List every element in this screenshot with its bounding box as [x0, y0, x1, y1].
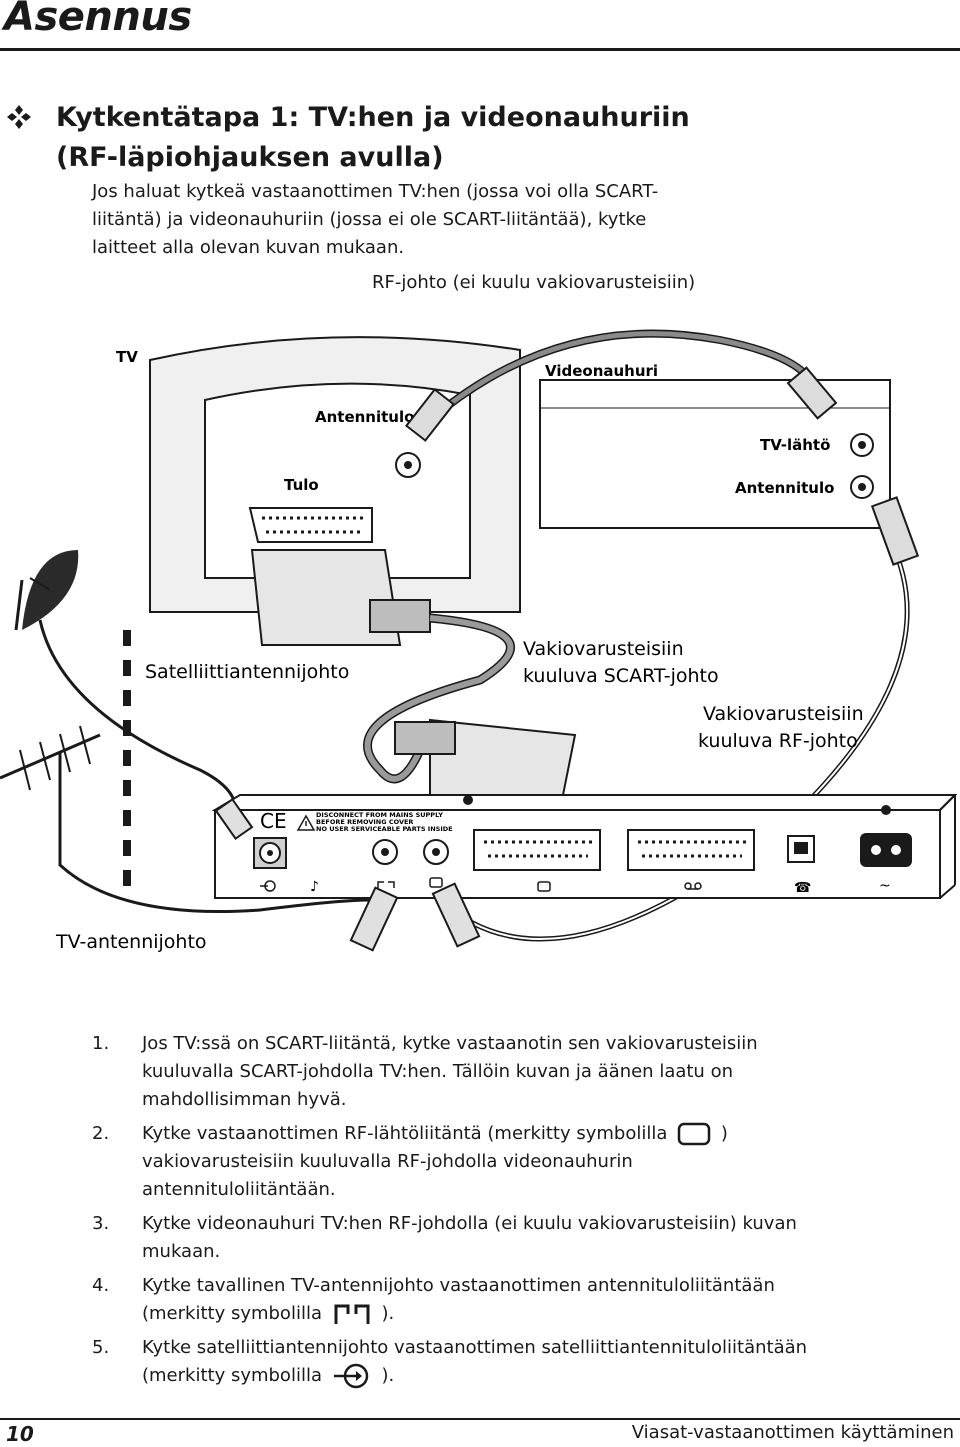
- scart-plug-tv: [250, 549, 431, 646]
- power-socket: [860, 833, 912, 867]
- tv-scart-socket: [248, 507, 373, 543]
- vcr-antenna-pin: [858, 483, 866, 491]
- ce-mark: CE: [260, 809, 287, 833]
- rf-cable-label-1: Vakiovarusteisiin: [703, 703, 864, 725]
- rf-plug-vcr-out: [786, 366, 838, 420]
- tv-antenna-in-label: Antennitulo: [315, 408, 414, 426]
- step-1: 1. Jos TV:ssä on SCART-liitäntä, kytke v…: [92, 1030, 812, 1114]
- screw-icon: [463, 795, 891, 815]
- tv-antenna-cable-label: TV-antennijohto: [55, 931, 207, 953]
- vcr-symbol-icon: [684, 882, 702, 890]
- step-2: 2. Kytke vastaanottimen RF-lähtöliitäntä…: [92, 1120, 812, 1204]
- title-rule: [0, 48, 960, 51]
- antenna-in-symbol-icon: [377, 881, 395, 888]
- step-5: 5. Kytke satelliittiantennijohto vastaan…: [92, 1334, 812, 1390]
- tv-label: TV: [116, 348, 138, 366]
- warning-line1: DISCONNECT FROM MAINS SUPPLY: [316, 811, 443, 819]
- step-number: 2.: [92, 1123, 110, 1144]
- antenna-t-icon: [334, 1304, 370, 1324]
- tv-antenna-socket-pin: [404, 461, 412, 469]
- tv-antenna-icon: [0, 725, 101, 810]
- warning-triangle-icon: [296, 814, 316, 831]
- step-number: 4.: [92, 1275, 110, 1296]
- satellite-dish-icon: [14, 550, 79, 631]
- warning-line2: BEFORE REMOVING COVER: [316, 818, 413, 826]
- footer-manual-title: Viasat-vastaanottimen käyttäminen: [631, 1422, 954, 1443]
- phone-symbol-icon: ☎: [794, 880, 811, 896]
- antenna-plug: [349, 886, 399, 952]
- page-title: Asennus: [4, 0, 192, 40]
- rf-cable-note: RF-johto (ei kuulu vakiovarusteisiin): [372, 272, 695, 293]
- footer-rule: [0, 1418, 960, 1420]
- step-text-a: Kytke satelliittiantennijohto vastaanott…: [142, 1337, 808, 1386]
- sat-in-connector: [253, 837, 287, 869]
- rf-plug-tv: [404, 388, 456, 442]
- sat-cable: [38, 619, 238, 816]
- vcr-antenna-in-label: Antennitulo: [735, 479, 834, 497]
- step-text: Jos TV:ssä on SCART-liitäntä, kytke vast…: [142, 1033, 758, 1110]
- step-text: Kytke videonauhuri TV:hen RF-johdolla (e…: [142, 1213, 797, 1262]
- diamond-cluster-icon: [7, 105, 31, 129]
- step-text-b: ) vakiovarusteisiin kuuluvalla RF-johdol…: [142, 1123, 728, 1200]
- vcr-tv-out-label: TV-lähtö: [760, 436, 830, 454]
- step-text-b: ).: [381, 1303, 395, 1324]
- tulo-label: Tulo: [284, 476, 319, 494]
- section-heading-line2: (RF-läpiohjauksen avulla): [56, 142, 444, 173]
- step-3: 3. Kytke videonauhuri TV:hen RF-johdolla…: [92, 1210, 812, 1266]
- satellite-in-symbol-icon: [260, 880, 276, 892]
- sat-plug: [214, 797, 254, 841]
- phone-socket: [787, 835, 815, 863]
- tv-screen-icon: [677, 1122, 711, 1146]
- scart-plug-receiver: [394, 718, 577, 812]
- page-number: 10: [6, 1422, 34, 1446]
- rf-cable-label-2: kuuluva RF-johto: [698, 730, 858, 752]
- rf-plug-vcr-in: [870, 496, 920, 566]
- vcr-tv-out-pin: [858, 441, 866, 449]
- intro-text: Jos haluat kytkeä vastaanottimen TV:hen …: [92, 181, 659, 258]
- intro-paragraph: Jos haluat kytkeä vastaanottimen TV:hen …: [92, 178, 712, 262]
- sat-cable-label: Satelliittiantennijohto: [145, 661, 349, 683]
- step-4: 4. Kytke tavallinen TV-antennijohto vast…: [92, 1272, 812, 1328]
- step-number: 1.: [92, 1033, 110, 1054]
- warning-line3: NO USER SERVICEABLE PARTS INSIDE: [316, 825, 453, 833]
- step-number: 3.: [92, 1213, 110, 1234]
- steps-list: 1. Jos TV:ssä on SCART-liitäntä, kytke v…: [92, 1030, 812, 1396]
- connection-diagram: RF-johto (ei kuulu vakiovarusteisiin) TV…: [0, 272, 958, 953]
- step-text-a: Kytke vastaanottimen RF-lähtöliitäntä (m…: [142, 1123, 668, 1144]
- receiver-scart-tv: [473, 829, 601, 871]
- step-text-a: Kytke tavallinen TV-antennijohto vastaan…: [142, 1275, 775, 1324]
- tv-antenna-cable: [58, 810, 371, 914]
- receiver-scart-vcr: [627, 829, 755, 871]
- step-text-b: ).: [381, 1365, 395, 1386]
- section-heading-line1: Kytkentätapa 1: TV:hen ja videonauhuriin: [56, 102, 690, 133]
- vcr-body: [539, 379, 891, 529]
- ac-symbol-icon: ~: [879, 878, 891, 894]
- audio-symbol: ♪: [310, 879, 319, 895]
- vcr-label: Videonauhuri: [545, 362, 658, 380]
- satellite-arrow-icon: [333, 1363, 368, 1389]
- rf-out-socket: [423, 839, 449, 865]
- rf-out-plug: [431, 882, 481, 948]
- scart-cable-label-2: kuuluva SCART-johto: [523, 665, 719, 687]
- tv-scart-symbol-icon: [537, 881, 551, 892]
- antenna-in-socket: [372, 839, 398, 865]
- scart-cable-label-1: Vakiovarusteisiin: [523, 638, 684, 660]
- rf-out-symbol-icon: [429, 877, 443, 888]
- section-heading: Kytkentätapa 1: TV:hen ja videonauhuriin…: [56, 98, 690, 178]
- step-number: 5.: [92, 1337, 110, 1358]
